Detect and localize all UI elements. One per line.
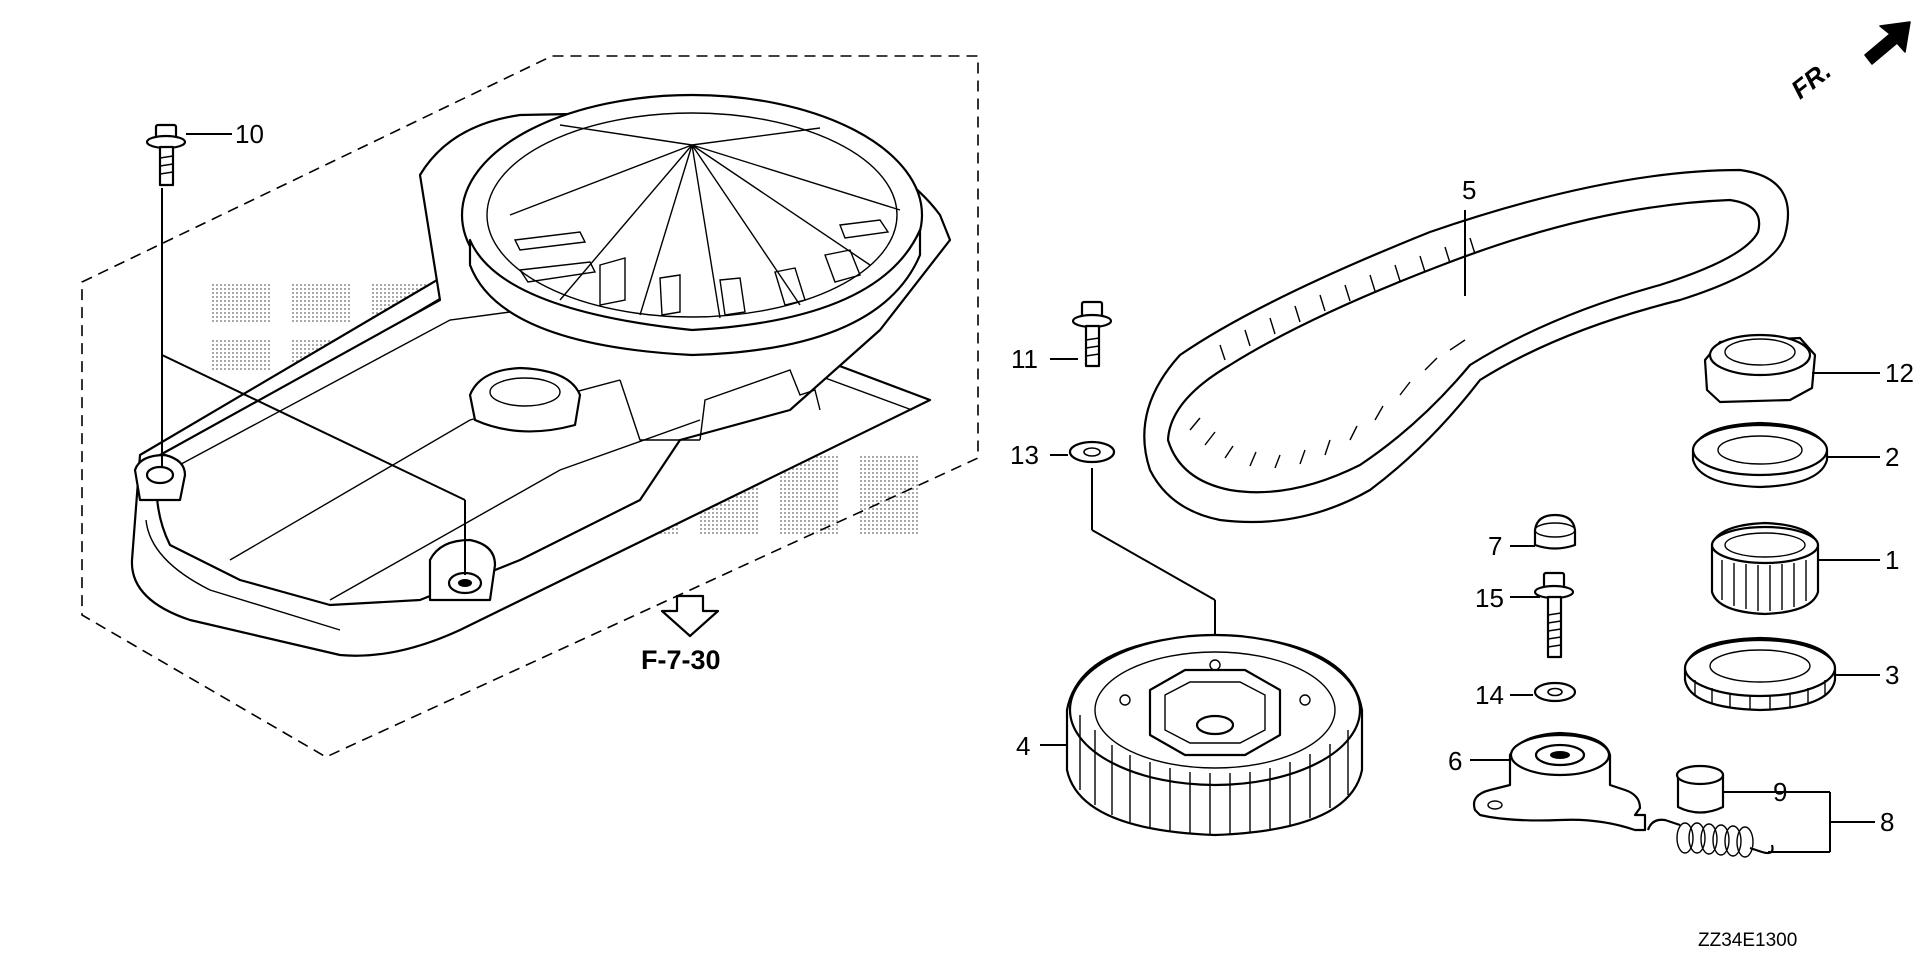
leader-8-bracket [1768,791,1875,853]
flange-bolt-10 [145,123,187,187]
collar-9 [1675,764,1725,814]
pulley-1 [1710,521,1820,616]
reference-label: F-7-30 [641,645,721,675]
leader-10 [161,133,466,575]
callout-11: 11 [1011,344,1038,374]
washer-2 [1691,421,1829,489]
timing-belt [1143,168,1790,524]
reference-arrow [660,594,720,638]
callout-8: 8 [1880,807,1894,837]
tensioner-6 [1472,731,1647,832]
drive-pulley [1065,633,1364,837]
callout-5: 5 [1462,175,1476,205]
spring [1646,818,1774,858]
front-direction-arrow: FR. [1785,21,1911,105]
nut-12 [1703,333,1817,404]
front-direction-label: FR. [1785,55,1836,104]
flange-bolt-11 [1071,300,1113,368]
cap-7 [1533,513,1577,550]
callout-4: 4 [1016,731,1030,761]
callout-14: 14 [1475,680,1504,710]
leaders-7-15-14 [1510,545,1540,696]
callout-10: 10 [235,119,264,149]
ratchet-3 [1683,636,1837,712]
belt-cover [130,93,952,657]
callout-2: 2 [1885,442,1899,472]
diagram-code: ZZ34E1300 [1698,930,1797,951]
washer-14 [1533,681,1577,703]
assembly-boundary [81,55,979,758]
washer-13 [1068,440,1116,464]
callout-13: 13 [1010,440,1039,470]
callout-9: 9 [1773,777,1787,807]
callout-12: 12 [1885,358,1914,388]
callout-1: 1 [1885,545,1899,575]
callout-15: 15 [1475,583,1504,613]
callout-7: 7 [1488,531,1502,561]
callout-3: 3 [1885,660,1899,690]
flange-bolt-15 [1533,571,1575,659]
callout-6: 6 [1448,746,1462,776]
